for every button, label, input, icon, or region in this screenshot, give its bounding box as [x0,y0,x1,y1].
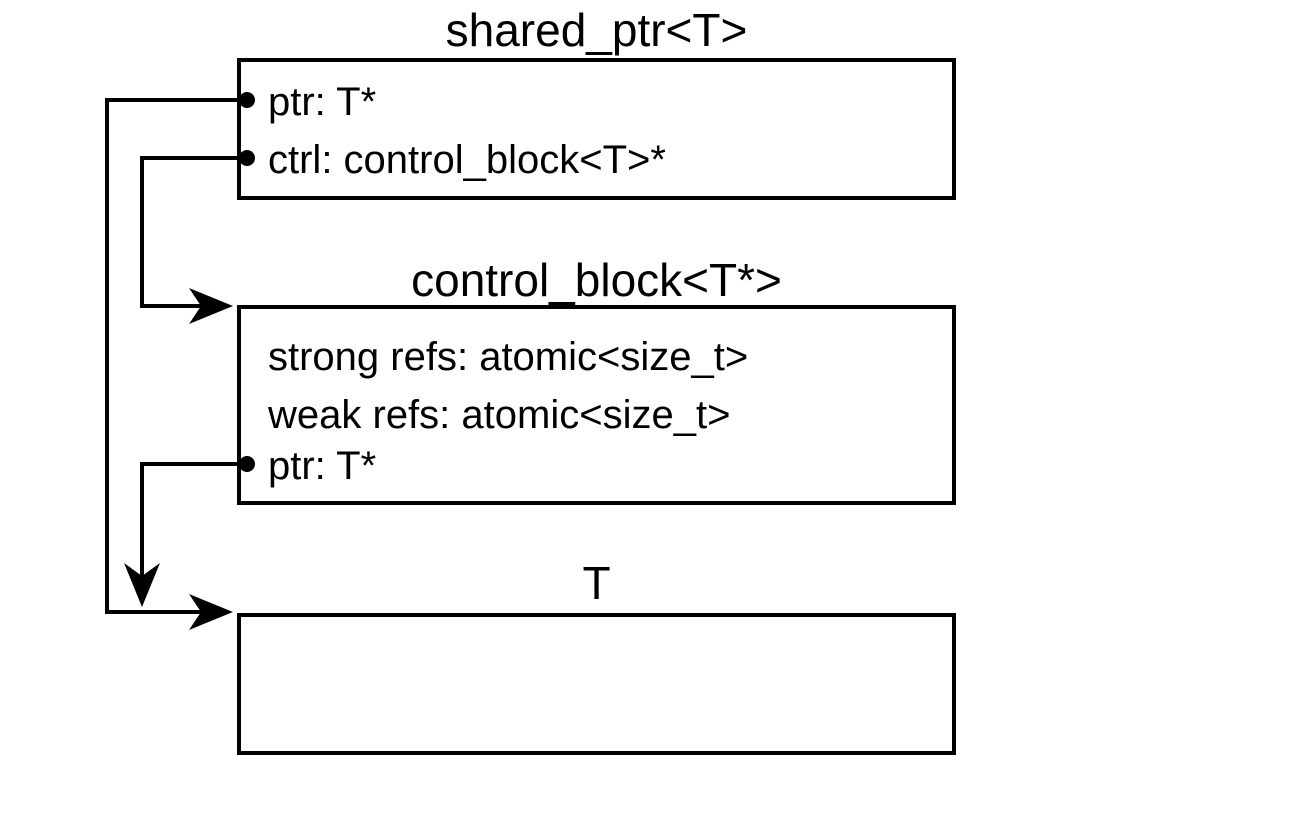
field-shared-ptr-ctrl: ctrl: control_block<T>* [268,138,666,182]
connector-control-block-ptr-to-t [124,456,255,607]
box-title-shared-ptr: shared_ptr<T> [445,4,748,56]
field-control-block-weak-refs: weak refs: atomic<size_t> [268,393,731,437]
arrowhead-down-icon [124,563,160,607]
box-title-t: T [582,557,611,609]
field-control-block-ptr: ptr: T* [268,444,377,488]
node-shared-ptr: ptr: T* ctrl: control_block<T>* [237,58,956,200]
field-shared-ptr-ptr: ptr: T* [268,80,377,124]
arrowhead-right-icon [189,288,233,324]
box-title-control-block: control_block<T*> [411,254,782,306]
field-control-block-strong-refs: strong refs: atomic<size_t> [268,335,749,379]
connector-shared-ptr-ptr-to-t [105,92,255,630]
arrowhead-right-icon [189,594,233,630]
node-t [237,613,956,755]
node-control-block: strong refs: atomic<size_t> weak refs: a… [237,305,956,505]
